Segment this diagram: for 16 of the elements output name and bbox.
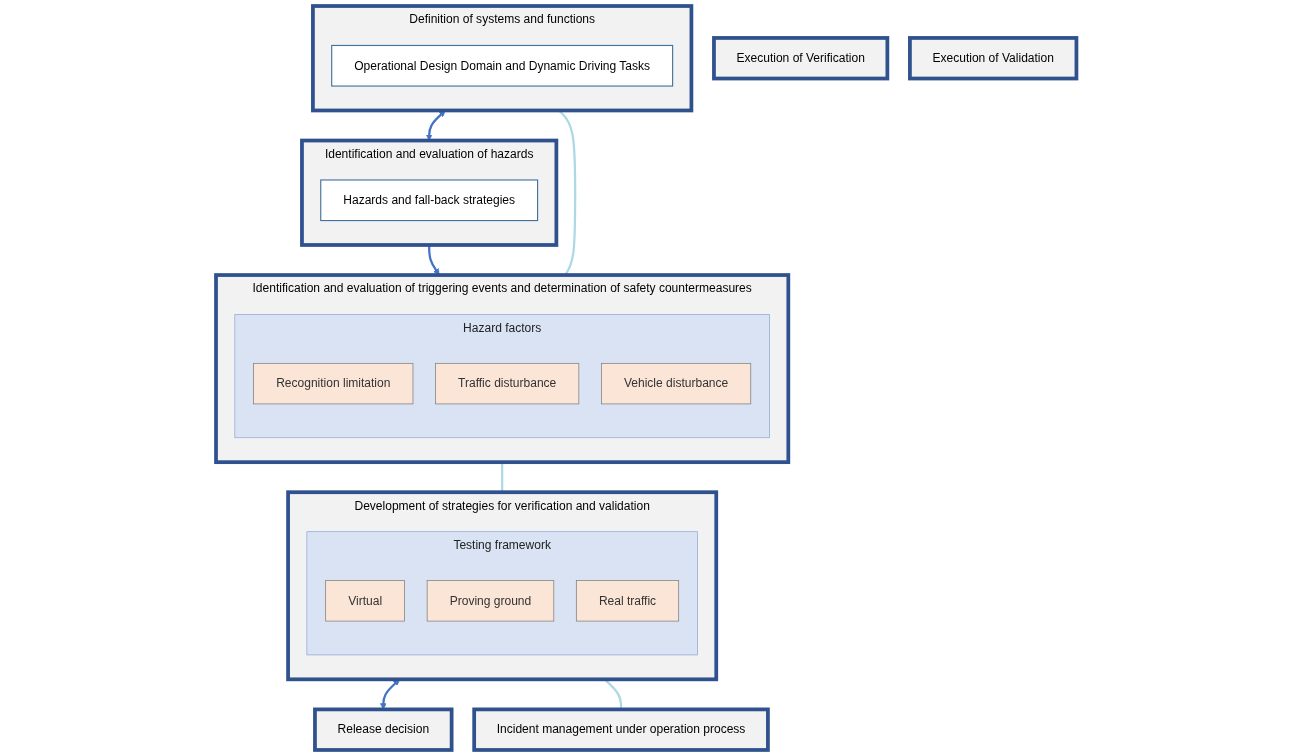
node-box: Traffic disturbance [434,362,579,405]
node-box: Release decision [312,707,454,752]
node-box: Vehicle disturbance [600,362,751,405]
node-box: Virtual [325,580,405,622]
arrow [379,679,400,710]
arrow [425,110,446,141]
node-box: Recognition limitation [253,362,414,405]
node-box: Proving ground [426,580,554,622]
connector [500,462,504,493]
node-box: Operational Design Domain and Dynamic Driving Tasks [330,44,673,87]
node-box: Hazards and fall-back strategies [319,179,538,222]
arrow [427,245,440,276]
node-box: Incident management under operation process [472,707,770,752]
node-box: Execution of Verification [711,36,889,81]
node-box: Execution of Validation [907,36,1079,81]
node-box: Real traffic [575,580,679,622]
